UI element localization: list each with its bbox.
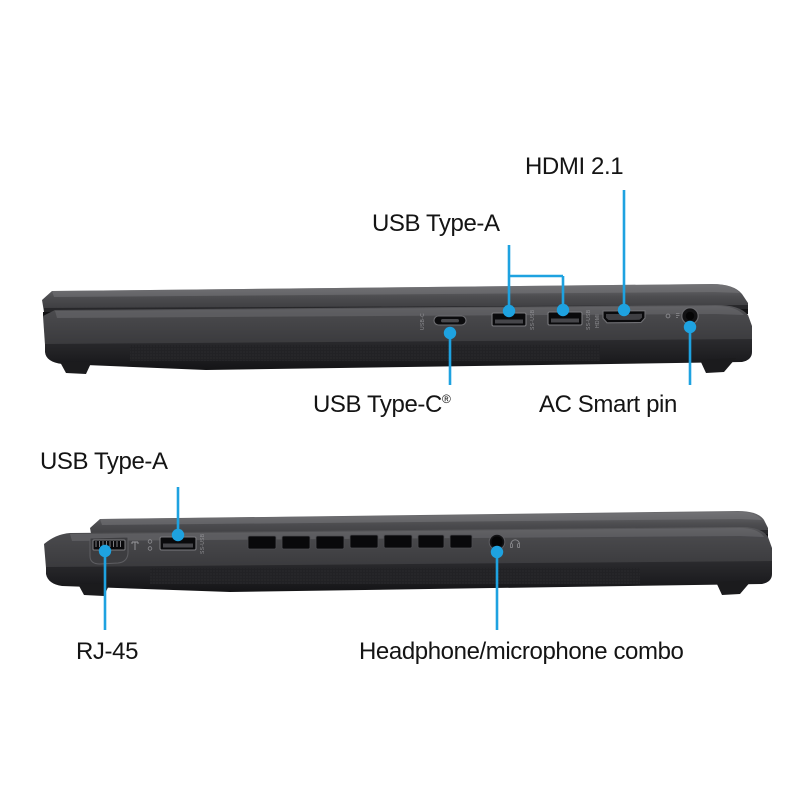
callout-usb-type-a-bottom bbox=[171, 487, 185, 542]
label-headphone-combo: Headphone/microphone combo bbox=[359, 638, 684, 665]
svg-text:SS-USB: SS-USB bbox=[530, 309, 536, 330]
headset-icon bbox=[509, 539, 520, 548]
callout-headphone-combo bbox=[490, 545, 504, 630]
laptop-right-side-view: USB-C SS-USB SS-USB HDMI bbox=[42, 190, 752, 385]
label-usb-type-c: USB Type-C® bbox=[313, 391, 451, 418]
hdmi-port: HDMI bbox=[595, 310, 646, 328]
rubber-foot-left-front bbox=[78, 583, 110, 596]
label-hdmi: HDMI 2.1 bbox=[525, 153, 624, 180]
speaker-grille-right bbox=[130, 345, 600, 361]
laptop-base-bottom-right bbox=[45, 339, 752, 374]
callout-usb-type-c bbox=[443, 326, 457, 385]
headphone-jack bbox=[488, 533, 506, 551]
svg-text:HDMI: HDMI bbox=[595, 314, 601, 328]
usb-c-port: USB-C bbox=[420, 313, 467, 330]
rubber-foot-right-front bbox=[60, 361, 92, 374]
callout-hdmi bbox=[617, 190, 631, 317]
speaker-grille-left bbox=[150, 568, 640, 584]
label-usb-type-c-text: USB Type-C bbox=[313, 391, 442, 418]
callout-usb-type-a-top bbox=[502, 245, 570, 318]
callout-rj-45 bbox=[98, 544, 112, 630]
power-indicator-leds bbox=[665, 313, 680, 319]
lan-icon bbox=[131, 541, 139, 550]
svg-text:SS-USB: SS-USB bbox=[200, 533, 206, 554]
cooling-vents bbox=[247, 534, 473, 550]
svg-text:USB-C: USB-C bbox=[420, 313, 426, 330]
label-usb-type-a-bottom: USB Type-A bbox=[40, 448, 168, 475]
rubber-foot-right-rear bbox=[700, 358, 736, 373]
callout-ac-smart-pin bbox=[683, 320, 697, 385]
laptop-left-side-view: SS-USB bbox=[44, 487, 772, 630]
svg-text:SS-USB: SS-USB bbox=[586, 309, 592, 330]
label-rj-45: RJ-45 bbox=[76, 638, 139, 665]
label-ac-smart-pin: AC Smart pin bbox=[539, 391, 677, 418]
laptop-base-bottom-left bbox=[46, 561, 772, 596]
rubber-foot-left-rear bbox=[716, 580, 752, 595]
registered-trademark-icon: ® bbox=[441, 392, 451, 406]
label-usb-type-a-top: USB Type-A bbox=[372, 210, 500, 237]
laptop-base-right bbox=[43, 305, 752, 345]
